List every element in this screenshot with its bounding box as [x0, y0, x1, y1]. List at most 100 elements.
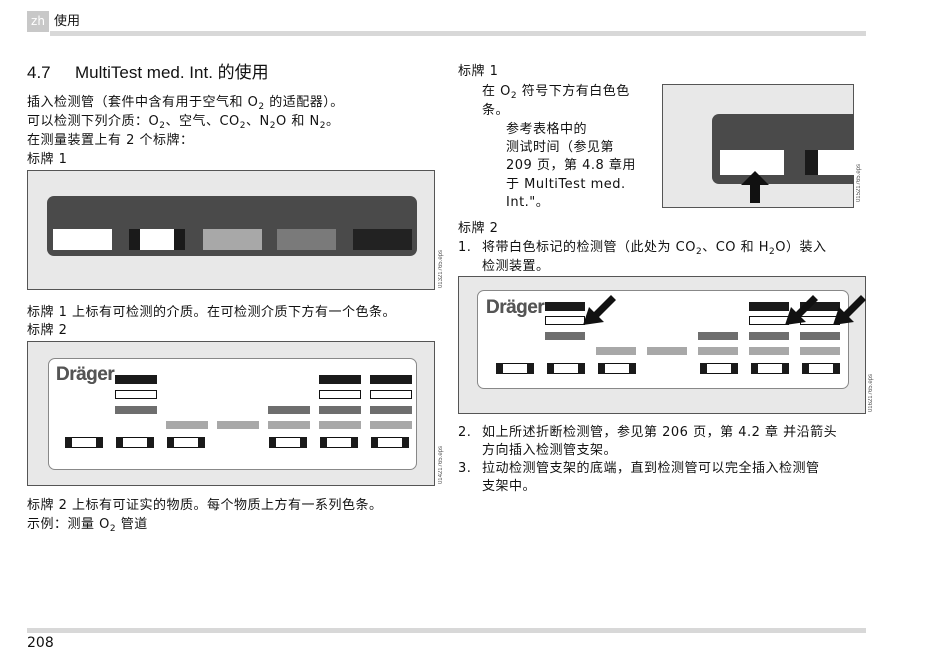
color-bar-black — [370, 375, 412, 384]
note-line-2: 测试时间（参见第 — [506, 140, 615, 155]
subscript: 2 — [319, 121, 326, 131]
right-label-1-text: 在 O2 符号下方有白色色 — [482, 82, 630, 101]
section-number: 4.7 — [27, 63, 51, 82]
color-bar-light-grey — [268, 421, 310, 429]
label-2-panel: Dräger — [48, 358, 417, 470]
tube-marker — [65, 437, 103, 448]
subscript: 2 — [258, 102, 265, 112]
text-run: 。 — [325, 114, 340, 129]
text-run: 将带白色标记的检测管（此处为 CO — [482, 240, 696, 255]
example-text: 示例：测量 O2 管道 — [27, 515, 148, 534]
right-label-1-text-cont: 条。 — [482, 103, 510, 118]
note-line-4: 于 MultiTest med. — [506, 177, 626, 192]
step-2-cont: 方向插入检测管支架。 — [482, 443, 618, 458]
color-bar-light-grey — [319, 421, 361, 429]
tube-marker — [320, 437, 358, 448]
footer-rule — [27, 628, 866, 633]
step-2: 2. 如上所述折断检测管，参见第 206 页，第 4.2 章 并沿箭头 — [458, 423, 837, 442]
intro-paragraph-2: 可以检测下列介质：O2、空气、CO2、N2O 和 N2。 — [27, 112, 339, 131]
color-bar-black — [353, 229, 412, 250]
tube-marker — [116, 437, 154, 448]
label-1-panel-detail — [712, 114, 854, 184]
subscript: 2 — [769, 247, 776, 257]
step-number: 3. — [458, 461, 472, 476]
subscript: 2 — [695, 247, 703, 257]
brand-logo: Dräger — [56, 364, 115, 385]
subscript: 2 — [510, 91, 518, 101]
color-bar-white — [115, 390, 157, 399]
label-2-panel-insert: Dräger — [477, 290, 849, 389]
text-run: 示例：测量 O — [27, 517, 110, 532]
figure-code: 01521765.eps — [856, 164, 862, 203]
step-1: 1.将带白色标记的检测管（此处为 CO2、CO 和 H2O）装入 — [458, 238, 827, 257]
text-run: O 和 N — [275, 114, 320, 129]
illustration-label-2-insert: Dräger — [458, 276, 866, 414]
label-1-heading: 标牌 1 — [27, 152, 68, 167]
subscript: 2 — [269, 121, 276, 131]
section-title: 4.7 MultiTest med. Int. 的使用 — [27, 61, 269, 85]
subscript: 2 — [109, 524, 117, 534]
figure-code: 01621765.eps — [868, 374, 874, 413]
figure-code: 01421765.eps — [438, 446, 444, 485]
text-run: 管道 — [116, 517, 148, 532]
color-bar-light-grey — [647, 347, 687, 355]
tube-marker — [751, 363, 789, 374]
color-bar-light-grey — [166, 421, 208, 429]
text-run: 、CO 和 H — [702, 240, 770, 255]
color-bar-light-grey — [800, 347, 840, 355]
text-run: 插入检测管（套件中含有用于空气和 O — [27, 95, 259, 110]
color-bar-white — [749, 316, 789, 325]
step-3: 3. 拉动检测管支架的底端，直到检测管可以完全插入检测管 — [458, 459, 820, 478]
illustration-label-2: Dräger — [27, 341, 435, 486]
tube-marker — [598, 363, 636, 374]
step-3-cont: 支架中。 — [482, 479, 537, 494]
text-run: 、空气、CO — [165, 114, 240, 129]
step-number: 1. — [458, 240, 472, 255]
color-bar-black-end — [805, 150, 818, 175]
color-bar-white — [720, 150, 784, 175]
color-bar-light-grey — [203, 229, 262, 250]
color-bar-light-grey — [217, 421, 259, 429]
text-run: 的适配器）。 — [264, 95, 344, 110]
tube-marker — [269, 437, 307, 448]
insert-arrow-icon — [583, 295, 616, 325]
note-line-3: 209 页，第 4.8 章用 — [506, 158, 636, 173]
brand-logo: Dräger — [486, 297, 545, 318]
note-line-1: 参考表格中的 — [506, 122, 588, 137]
note-line-5: Int."。 — [506, 195, 550, 210]
page-number: 208 — [27, 635, 54, 651]
illustration-label-1 — [27, 170, 435, 290]
color-bar-dark-grey — [277, 229, 336, 250]
color-bar-white — [53, 229, 112, 250]
tube-marker — [547, 363, 585, 374]
subscript: 2 — [159, 121, 166, 131]
text-run: 拉动检测管支架的底端，直到检测管可以完全插入检测管 — [482, 461, 820, 476]
illustration-label-1-detail — [662, 84, 854, 208]
color-bar-dark-grey — [115, 406, 157, 414]
color-bar-light-grey — [370, 421, 412, 429]
header-rule — [50, 31, 866, 36]
color-bar-dark-grey — [268, 406, 310, 414]
color-bar-light-grey — [698, 347, 738, 355]
insert-arrow-icon — [785, 295, 818, 325]
header-title: 使用 — [54, 14, 81, 29]
color-bar-white — [370, 390, 412, 399]
tube-marker — [802, 363, 840, 374]
color-bar-black-end — [129, 229, 140, 250]
tube-marker — [700, 363, 738, 374]
color-bar-light-grey — [749, 347, 789, 355]
color-bar-black-end — [174, 229, 185, 250]
color-bar-black — [545, 302, 585, 311]
text-run: 在 O — [482, 84, 511, 99]
right-label-2-heading: 标牌 2 — [458, 221, 499, 236]
text-run: 如上所述折断检测管，参见第 206 页，第 4.2 章 并沿箭头 — [482, 425, 838, 440]
section-title-text: MultiTest med. Int. 的使用 — [75, 63, 269, 82]
right-label-1-heading: 标牌 1 — [458, 64, 499, 79]
label-2-heading: 标牌 2 — [27, 323, 68, 338]
caption-label-2: 标牌 2 上标有可证实的物质。每个物质上方有一系列色条。 — [27, 498, 383, 513]
step-1-cont: 检测装置。 — [482, 259, 550, 274]
step-number: 2. — [458, 425, 472, 440]
tube-marker — [167, 437, 205, 448]
color-bar-white-middle — [140, 229, 174, 250]
color-bar-dark-grey — [319, 406, 361, 414]
